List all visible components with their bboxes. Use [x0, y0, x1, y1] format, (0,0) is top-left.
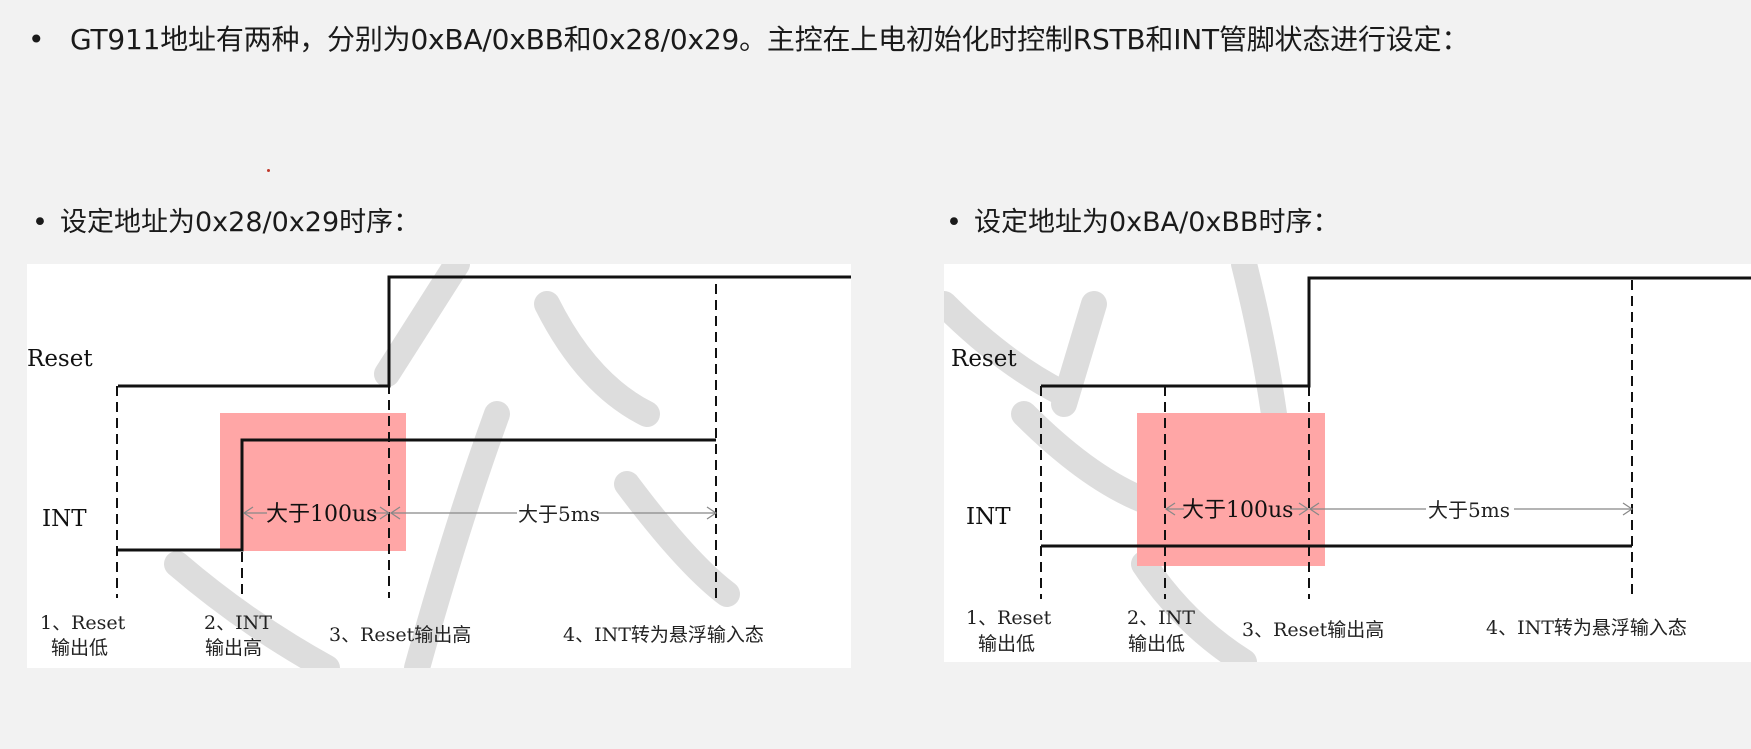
laser-pointer-dot — [267, 169, 270, 172]
bullet-marker: • — [946, 207, 962, 238]
duration-short-label: 大于100us — [1182, 498, 1293, 523]
duration-long-label: 大于5ms — [518, 502, 600, 526]
step-4-label: 4、INT转为悬浮输入态 — [1486, 617, 1687, 639]
timing-diagram-left: Reset INT 大于100us 大于5ms 1、Reset 输出低 2、IN… — [27, 264, 851, 668]
step-2-label: 2、INT — [1127, 607, 1195, 629]
step-2-label-line2: 输出低 — [1128, 633, 1185, 655]
reset-waveform — [1041, 276, 1751, 388]
step-1-label: 1、Reset — [40, 612, 126, 634]
left-heading: • 设定地址为0x28/0x29时序： — [32, 200, 420, 239]
step-1-label-line2: 输出低 — [51, 637, 108, 659]
int-signal-label: INT — [966, 504, 1011, 530]
highlight-box — [220, 413, 406, 551]
watermark — [164, 264, 740, 668]
highlight-box — [1137, 413, 1325, 566]
int-signal-label: INT — [42, 506, 87, 532]
reset-waveform — [118, 275, 851, 388]
int-waveform — [118, 438, 716, 552]
bullet-marker: • — [32, 207, 48, 238]
step-4-label: 4、INT转为悬浮输入态 — [563, 624, 764, 646]
right-heading-text: 设定地址为0xBA/0xBB时序： — [974, 207, 1340, 238]
timing-diagram-right: Reset INT 大于100us 大于5ms 1、Reset 输出低 2、IN… — [944, 264, 1751, 662]
step-3-label: 3、Reset输出高 — [1242, 619, 1384, 641]
step-1-label: 1、Reset — [966, 607, 1052, 629]
main-bullet-text: GT911地址有两种，分别为0xBA/0xBB和0x28/0x29。主控在上电初… — [70, 23, 1470, 56]
bullet-marker: • — [28, 23, 45, 56]
step-1-label-line2: 输出低 — [978, 633, 1035, 655]
step-2-label-line2: 输出高 — [205, 637, 262, 659]
step-3-label: 3、Reset输出高 — [329, 624, 471, 646]
left-heading-text: 设定地址为0x28/0x29时序： — [60, 207, 421, 238]
duration-short-label: 大于100us — [266, 502, 377, 527]
step-2-label: 2、INT — [204, 612, 272, 634]
right-heading: • 设定地址为0xBA/0xBB时序： — [946, 200, 1339, 239]
reset-signal-label: Reset — [27, 346, 93, 372]
main-bullet: • GT911地址有两种，分别为0xBA/0xBB和0x28/0x29。主控在上电… — [28, 18, 1469, 58]
reset-signal-label: Reset — [951, 346, 1017, 372]
duration-long-label: 大于5ms — [1428, 498, 1510, 522]
